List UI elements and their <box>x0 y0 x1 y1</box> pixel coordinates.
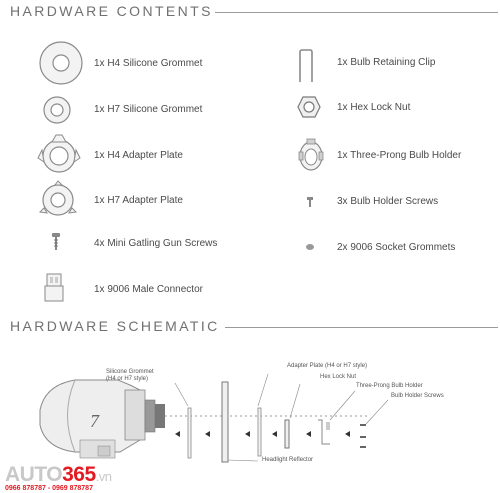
schematic-title: HARDWARE SCHEMATIC <box>10 318 220 334</box>
h7-adapter-plate-icon <box>38 180 78 216</box>
brand-phones: 0966 878787 - 0969 878787 <box>5 485 93 492</box>
brand-part-1: AUTO <box>5 463 63 486</box>
h4-grommet-icon <box>39 41 83 85</box>
callout-silicone-grommet-2: (H4 or H7 style) <box>106 376 149 382</box>
screw-icon <box>52 233 60 250</box>
h4-grommet-label: 1x H4 Silicone Grommet <box>94 58 203 69</box>
projector-illustration: 7 <box>39 379 165 459</box>
connector-icon <box>44 273 64 302</box>
screws-label: 4x Mini Gatling Gun Screws <box>94 238 218 249</box>
connector-label: 1x 9006 Male Connector <box>94 284 203 295</box>
bulb-holder-icon <box>298 138 324 171</box>
socket-grommets-label: 2x 9006 Socket Grommets <box>337 242 456 253</box>
bulb-holder-label: 1x Three-Prong Bulb Holder <box>337 150 462 161</box>
hex-nut-label: 1x Hex Lock Nut <box>337 102 411 113</box>
callout-adapter-plate: Adapter Plate (H4 or H7 style) <box>287 363 368 369</box>
schematic-diagram: 7 <box>39 373 389 463</box>
brand-logo: AUTO365.vn <box>5 463 112 487</box>
callout-holder-screws: Bulb Holder Screws <box>391 393 444 399</box>
small-screw-icon <box>307 197 313 207</box>
h4-adapter-plate-label: 1x H4 Adapter Plate <box>94 150 183 161</box>
retaining-clip-icon <box>299 49 313 82</box>
h4-adapter-plate-icon <box>37 134 81 173</box>
svg-text:7: 7 <box>90 411 100 431</box>
contents-title: HARDWARE CONTENTS <box>10 3 213 19</box>
callout-silicone-grommet-1: Silicone Grommet <box>106 369 154 375</box>
schematic-title-rule <box>225 327 498 328</box>
h7-grommet-label: 1x H7 Silicone Grommet <box>94 104 203 115</box>
retaining-clip-label: 1x Bulb Retaining Clip <box>337 57 436 68</box>
contents-title-rule <box>215 12 498 13</box>
brand-part-3: .vn <box>95 469 112 484</box>
socket-grommet-icon <box>306 244 314 250</box>
brand-part-2: 365 <box>62 463 96 486</box>
callout-headlight-reflector: Headlight Reflector <box>262 457 314 463</box>
callout-hex-lock-nut: Hex Lock Nut <box>320 374 357 380</box>
h7-grommet-icon <box>43 96 71 124</box>
hex-nut-icon <box>297 96 321 118</box>
h7-adapter-plate-label: 1x H7 Adapter Plate <box>94 195 183 206</box>
callout-bulb-holder: Three-Prong Bulb Holder <box>356 383 423 389</box>
holder-screws-label: 3x Bulb Holder Screws <box>337 196 439 207</box>
